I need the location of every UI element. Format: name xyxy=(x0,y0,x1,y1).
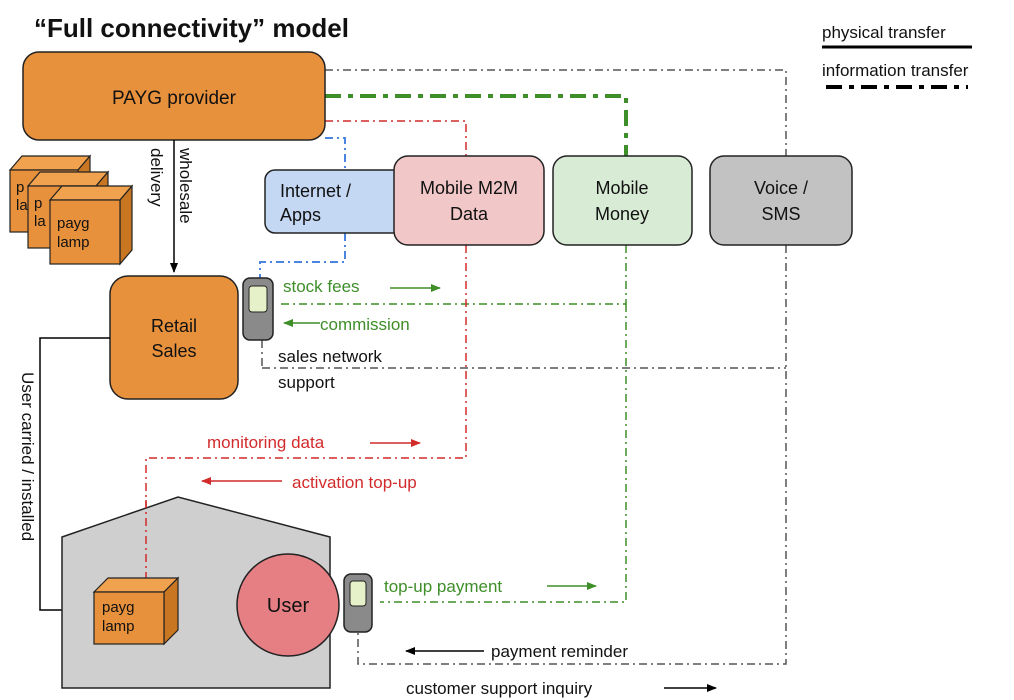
retail-sales-label-1: Retail xyxy=(151,316,197,336)
internet-apps-label-1: Internet / xyxy=(280,181,351,201)
green-info-lines xyxy=(280,245,627,603)
sales-support-label-2: support xyxy=(278,373,335,392)
house-lamp-label-1: payg xyxy=(102,599,135,616)
user-circle xyxy=(236,553,340,657)
voice-sms-box xyxy=(709,155,853,246)
mobile-money-label-2: Money xyxy=(595,204,649,224)
commission-label: commission xyxy=(320,315,410,334)
voice-sms-label-1: Voice / xyxy=(754,178,808,198)
monitoring-data-label: monitoring data xyxy=(207,433,325,452)
lamp-stack-partial-3: p xyxy=(34,195,42,212)
payg-provider-label: PAYG provider xyxy=(112,88,237,109)
voice-sms-node: Voice / SMS xyxy=(709,155,853,246)
internet-apps-label-2: Apps xyxy=(280,205,321,225)
mobile-m2m-label-1: Mobile M2M xyxy=(420,178,518,198)
payment-reminder-label: payment reminder xyxy=(491,642,628,661)
lamp-stack-label-1: payg xyxy=(57,215,90,232)
gray-line-voice-to-user xyxy=(357,245,787,665)
wholesale-label-2: delivery xyxy=(147,148,166,207)
user-node: User xyxy=(236,553,340,657)
payg-provider-node: PAYG provider xyxy=(22,51,326,141)
retail-sales-node: Retail Sales xyxy=(109,275,239,400)
activation-topup-label: activation top-up xyxy=(292,473,417,492)
voice-sms-label-2: SMS xyxy=(761,204,800,224)
wholesale-label-1: wholesale xyxy=(176,147,195,224)
customer-support-label: customer support inquiry xyxy=(406,679,593,698)
user-label: User xyxy=(267,595,310,617)
mobile-m2m-node: Mobile M2M Data xyxy=(393,155,545,246)
lamp-stack-label-2: lamp xyxy=(57,234,90,251)
user-phone-icon xyxy=(343,573,373,633)
lamp-stack-partial-2: la xyxy=(16,197,28,214)
mobile-m2m-label-2: Data xyxy=(450,204,489,224)
diagram-title: “Full connectivity” model xyxy=(34,13,349,43)
house-lamp-label-2: lamp xyxy=(102,618,135,635)
blue-line-internet-phone xyxy=(259,233,346,278)
retail-sales-label-2: Sales xyxy=(151,341,196,361)
mobile-m2m-box xyxy=(393,155,545,246)
mobile-money-label-1: Mobile xyxy=(595,178,648,198)
topup-payment-label: top-up payment xyxy=(384,577,502,596)
green-thick-line-provider-money xyxy=(325,94,628,156)
legend-information-label: information transfer xyxy=(822,61,969,80)
blue-info-lines xyxy=(259,137,346,278)
legend-physical-label: physical transfer xyxy=(822,23,946,42)
gray-info-lines xyxy=(261,69,787,665)
internet-apps-node: Internet / Apps xyxy=(264,169,408,234)
user-carried-label: User carried / installed xyxy=(18,372,37,541)
stock-fees-label: stock fees xyxy=(283,277,360,296)
mobile-money-box xyxy=(552,155,693,246)
gray-line-provider-to-right xyxy=(325,69,787,160)
lamp-cube-front: payg lamp xyxy=(48,184,134,266)
red-line-provider-m2m xyxy=(325,120,467,156)
lamp-stack-partial-4: la xyxy=(34,213,46,230)
legend: physical transfer information transfer xyxy=(822,23,972,89)
house-lamp: payg lamp xyxy=(92,576,180,646)
retail-phone-icon xyxy=(242,277,274,341)
mobile-money-node: Mobile Money xyxy=(552,155,693,246)
lamp-stack-partial-1: p xyxy=(16,179,24,196)
green-line-money-to-user xyxy=(380,304,627,603)
lamp-stack: p la p la payg lamp xyxy=(8,154,134,266)
blue-line-provider-internet xyxy=(325,137,346,170)
sales-support-label-1: sales network xyxy=(278,347,382,366)
retail-sales-box xyxy=(109,275,239,400)
